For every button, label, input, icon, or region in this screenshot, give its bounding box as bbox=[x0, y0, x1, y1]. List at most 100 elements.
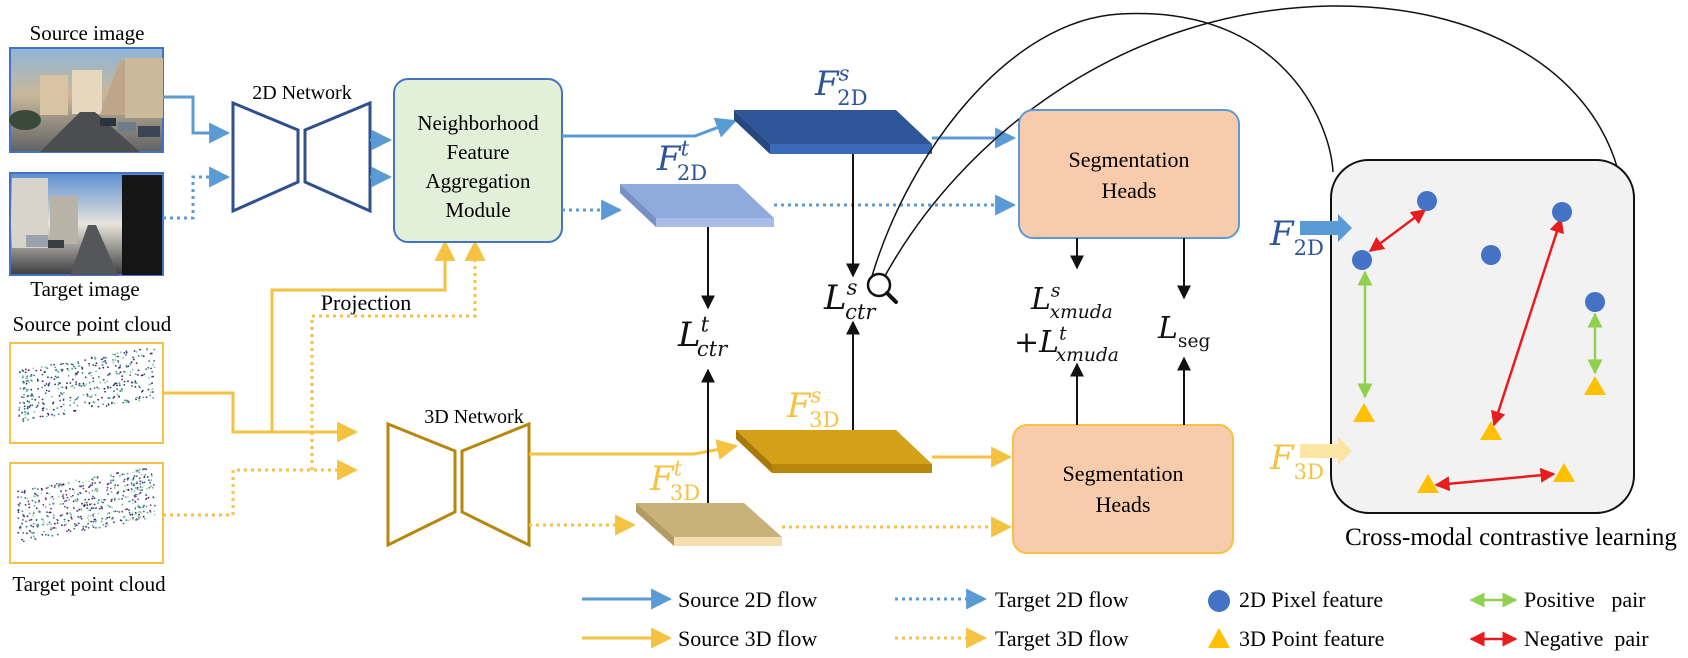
point-cloud-dot bbox=[130, 482, 133, 484]
point-cloud-dot bbox=[31, 380, 34, 382]
math-sub: 3D bbox=[809, 407, 839, 432]
point-cloud-dot bbox=[52, 408, 55, 411]
point-cloud-dot bbox=[107, 493, 109, 496]
point-cloud-dot bbox=[59, 482, 62, 485]
point-cloud-dot bbox=[133, 358, 135, 361]
point-cloud-dot bbox=[42, 519, 44, 521]
feature-3d-target-plate bbox=[636, 503, 782, 546]
zoom-curve-left bbox=[871, 12, 1334, 277]
point-cloud-dot bbox=[46, 515, 48, 517]
point-cloud-dot bbox=[37, 388, 39, 390]
point-cloud-dot bbox=[107, 512, 110, 515]
point-cloud-dot bbox=[135, 382, 138, 384]
point-cloud-dot bbox=[153, 360, 156, 362]
point-cloud-dot bbox=[73, 409, 75, 412]
point-cloud-dot bbox=[145, 498, 147, 501]
point-feature-triangle bbox=[1417, 474, 1439, 493]
point-cloud-dot bbox=[104, 356, 107, 359]
point-cloud-dot bbox=[149, 394, 152, 397]
point-cloud-dot bbox=[141, 481, 144, 484]
point-cloud-dot bbox=[142, 515, 145, 518]
point-cloud-dot bbox=[32, 367, 35, 370]
point-cloud-dot bbox=[21, 522, 23, 525]
point-cloud-dot bbox=[147, 366, 150, 369]
point-cloud-dot bbox=[54, 522, 56, 525]
f2d-input-arrow bbox=[1300, 214, 1352, 242]
point-cloud-dot bbox=[117, 361, 120, 364]
point-cloud-dot bbox=[150, 485, 152, 488]
point-cloud-dot bbox=[115, 382, 118, 385]
point-cloud-dot bbox=[24, 504, 27, 506]
point-cloud-dot bbox=[123, 380, 126, 383]
point-cloud-dot bbox=[121, 473, 124, 476]
point-cloud-dot bbox=[104, 381, 107, 384]
network-3d-label: 3D Network bbox=[424, 406, 523, 428]
seg-heads-bottom-box bbox=[1012, 424, 1234, 554]
point-cloud-dot bbox=[114, 353, 116, 356]
point-cloud-dot bbox=[101, 358, 104, 360]
point-cloud-dot bbox=[61, 386, 64, 389]
point-cloud-dot bbox=[91, 497, 94, 500]
legend-negative-pair: Negative pair bbox=[1524, 626, 1649, 651]
point-cloud-dot bbox=[74, 523, 76, 525]
point-cloud-dot bbox=[22, 401, 25, 404]
point-cloud-dot bbox=[139, 488, 142, 491]
point-cloud-dot bbox=[78, 508, 81, 511]
point-cloud-dot bbox=[112, 396, 115, 399]
point-cloud-dot bbox=[101, 499, 103, 501]
point-cloud-dot bbox=[27, 418, 30, 421]
point-cloud-dot bbox=[76, 398, 78, 400]
legend: Source 2D flow Source 3D flow Target 2D … bbox=[582, 587, 1649, 651]
projection-target-line bbox=[310, 239, 486, 470]
nfam-box bbox=[393, 78, 563, 243]
seg-heads-top-box bbox=[1018, 109, 1240, 239]
point-feature-triangle bbox=[1353, 403, 1375, 422]
point-cloud-dot bbox=[135, 470, 138, 473]
point-cloud-dot bbox=[86, 504, 89, 506]
magnifier-icon bbox=[866, 272, 898, 304]
point-cloud-dot bbox=[107, 366, 109, 369]
point-cloud-dot bbox=[138, 471, 141, 474]
point-cloud-dot bbox=[102, 366, 105, 369]
point-cloud-dot bbox=[54, 366, 56, 369]
math-base: F bbox=[656, 139, 682, 179]
point-cloud-dot bbox=[32, 514, 34, 517]
math-base: L bbox=[823, 278, 847, 318]
point-cloud-dot bbox=[145, 505, 148, 508]
point-cloud-dot bbox=[98, 367, 101, 370]
point-cloud-dot bbox=[66, 363, 69, 366]
point-cloud-dot bbox=[26, 389, 28, 392]
point-cloud-dot bbox=[101, 361, 104, 363]
point-cloud-dot bbox=[149, 504, 152, 507]
point-cloud-dot bbox=[58, 381, 60, 384]
point-cloud-dot bbox=[37, 524, 39, 527]
point-cloud-dot bbox=[41, 380, 44, 382]
point-cloud-dot bbox=[35, 493, 38, 496]
point-cloud-dot bbox=[111, 506, 113, 509]
point-cloud-dot bbox=[138, 492, 141, 495]
legend-positive-pair: Positive pair bbox=[1524, 587, 1646, 612]
point-cloud-dot bbox=[93, 476, 96, 479]
point-cloud-dot bbox=[52, 502, 54, 505]
point-cloud-dot bbox=[47, 486, 49, 489]
point-cloud-dot bbox=[45, 487, 48, 490]
point-cloud-dot bbox=[118, 382, 121, 385]
point-cloud-dot bbox=[65, 387, 68, 390]
point-cloud-dot bbox=[145, 396, 148, 398]
point-cloud-dot bbox=[92, 507, 95, 510]
point-cloud-dot bbox=[104, 525, 107, 528]
point-cloud-dot bbox=[63, 524, 66, 527]
point-cloud-dot bbox=[120, 387, 123, 390]
point-cloud-dot bbox=[151, 388, 154, 391]
negative-pair-1 bbox=[1368, 208, 1427, 253]
point-cloud-dot bbox=[67, 528, 70, 531]
point-cloud-dot bbox=[51, 413, 53, 416]
zoom-curve-right bbox=[884, 5, 1619, 277]
point-cloud-dot bbox=[26, 375, 29, 378]
f2d-side-label: F2D bbox=[1269, 214, 1324, 260]
point-cloud-dot bbox=[70, 516, 73, 519]
point-cloud-dot bbox=[116, 372, 118, 375]
point-cloud-dot bbox=[46, 415, 48, 418]
